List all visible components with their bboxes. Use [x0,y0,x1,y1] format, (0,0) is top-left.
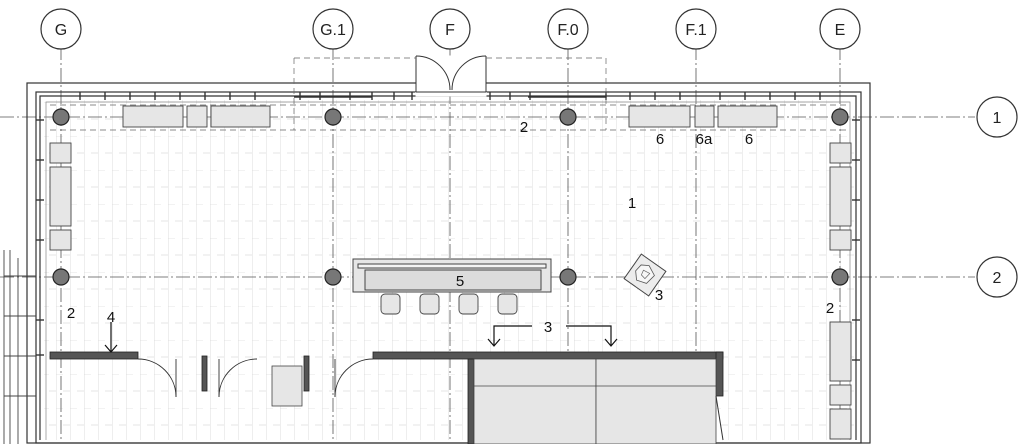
grid-label-1: 1 [993,110,1002,127]
display-cases-left [49,142,72,251]
grid-bubble-2: 2 [976,256,1018,298]
grid-bubble-f0: F.0 [547,8,589,50]
tag-item-3-chair: 3 [655,287,663,304]
callout-arrow-3 [487,325,618,347]
tag-item-6-right: 6 [745,131,753,148]
entrance-double-door [415,55,487,97]
overhead-lines [50,57,846,131]
tag-item-4: 4 [107,309,115,326]
grid-bubble-g: G [40,8,82,50]
grid-bubble-f: F [429,8,471,50]
display-cases-top-right [628,105,778,128]
grid-label-2: 2 [993,270,1002,287]
grid-label-f0: F.0 [557,22,578,39]
tag-item-6-left: 6 [656,131,664,148]
tag-item-3-wall: 3 [544,319,552,336]
tag-room-2-right: 2 [826,300,834,317]
window-mullions [36,92,860,361]
display-cases-top-left [122,105,271,128]
tag-item-6a: 6a [696,131,713,148]
structural-columns [52,108,849,286]
grid-label-e: E [835,22,846,39]
grid-bubbles-vertical: G G.1 F F.0 F.1 E [40,8,861,50]
tag-room-2-left: 2 [67,305,75,322]
grid-label-f1: F.1 [685,22,706,39]
stools [380,293,518,315]
tag-room-2-top: 2 [520,119,528,136]
display-cases-right [829,142,852,440]
exterior-stair [3,250,36,444]
grid-bubble-e: E [819,8,861,50]
tag-room-1: 1 [628,195,636,212]
door-swings [137,358,374,398]
reception-desk [352,258,552,293]
grid-label-g1: G.1 [320,22,346,39]
tag-item-5: 5 [456,273,464,290]
grid-label-g: G [55,22,67,39]
wall-edge [715,395,724,441]
callout-arrow-4 [104,322,118,353]
grid-label-f: F [445,22,455,39]
grid-bubbles-horizontal: 1 2 [976,96,1018,298]
room-tags: 1 2 2 2 3 3 4 5 6 6a 6 [67,119,834,336]
lower-rooms [271,358,717,444]
lounge-chair [623,253,667,297]
grid-bubble-g1: G.1 [312,8,354,50]
grid-bubble-f1: F.1 [675,8,717,50]
grid-bubble-1: 1 [976,96,1018,138]
